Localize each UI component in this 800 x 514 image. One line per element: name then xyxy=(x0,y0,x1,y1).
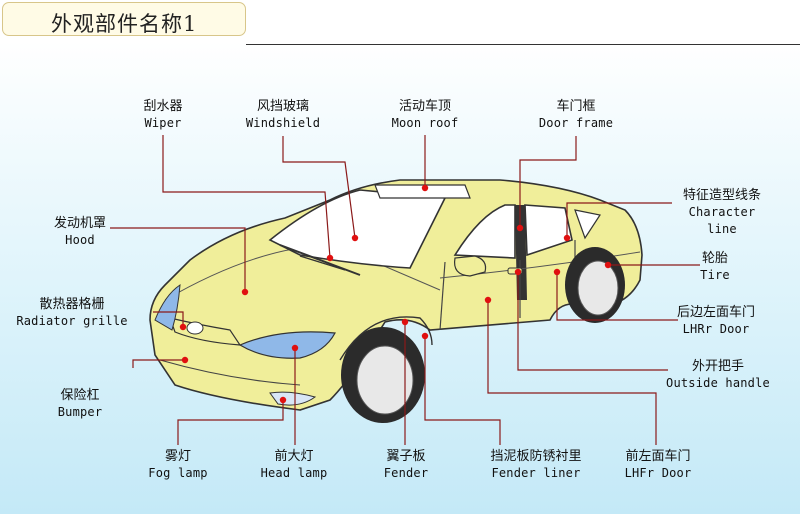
head-lamp-lens xyxy=(238,331,336,359)
title-underline xyxy=(246,44,800,45)
leader-lines xyxy=(110,135,700,445)
rear-window xyxy=(524,204,573,257)
title-box: 外观部件名称1 xyxy=(2,2,246,36)
part-markers xyxy=(179,184,612,404)
front-window xyxy=(453,204,516,259)
car-illustration xyxy=(149,179,643,423)
page-title: 外观部件名称1 xyxy=(51,12,198,36)
moon-roof-panel xyxy=(374,184,471,199)
